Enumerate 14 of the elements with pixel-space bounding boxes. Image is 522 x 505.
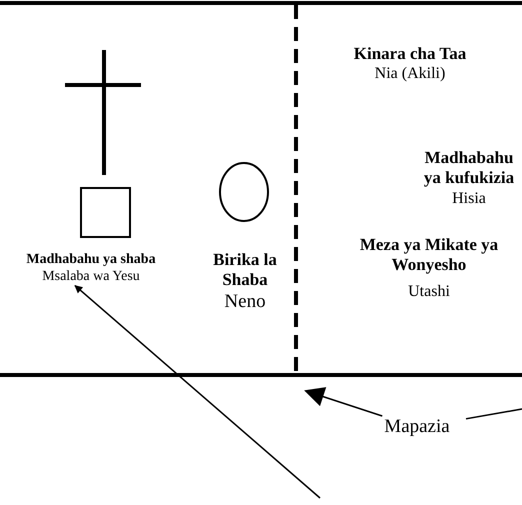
item-label: Neno [223,290,267,314]
item-title: Meza ya Mikate ya Wonyesho [358,235,500,276]
arrow [304,387,382,417]
item-title: Kinara cha Taa [352,44,468,64]
item-label: Hisia [451,188,487,208]
item-title: Madhabahu ya kufukizia [422,148,516,189]
item-label: Nia (Akili) [374,64,446,84]
item-label: Mapazia [383,416,451,439]
item-label: Msalaba wa Yesu [41,268,141,286]
item-title: Madhabahu ya shaba [25,252,157,269]
item-title: Birika la Shaba [212,250,278,291]
arrow [74,285,320,499]
item-label: Utashi [407,282,451,301]
connector-line [466,408,522,420]
